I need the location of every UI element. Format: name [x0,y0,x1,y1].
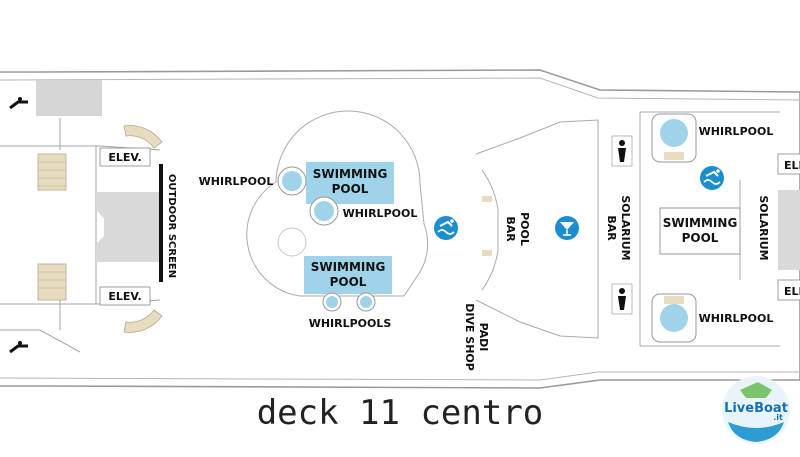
restroom-icon [611,283,633,315]
stairs-elevator-icon [9,341,28,354]
swimming-icon [434,216,458,240]
restroom-icon [611,135,633,167]
stairway-bottom [37,263,67,301]
swimming-pool-bottom-label-1: SWIMMING [311,260,386,274]
swimming-icon [700,166,724,190]
curved-stair-bottom [123,309,163,333]
padi-label: PADI [477,323,490,352]
whirlpool-solarium-top [651,113,697,163]
elevator-box-top [99,147,151,167]
whirlpool-center-label: WHIRLPOOL [343,207,418,220]
whirlpool-solarium-top-label: WHIRLPOOL [699,125,774,138]
elevator-right-top-label: ELE [784,159,800,172]
elevator-label-bottom: ELEV. [108,290,141,303]
stairs-elevator-icon [6,97,32,112]
outdoor-screen-bar [159,164,163,282]
pool-bar-label-1: POOL [518,212,531,246]
solarium-pool-water [664,212,736,250]
solarium-bar-label-2: BAR [605,215,618,241]
whirlpool-left [277,166,307,196]
dive-shop-label: DIVE SHOP [463,303,476,371]
elevator-box-right-bottom [777,279,800,301]
solarium-pool-label-1: SWIMMING [663,216,738,230]
deck-curve [277,227,307,257]
solarium-pool-label-2: POOL [682,231,719,245]
whirlpool-bottom-1 [322,292,342,312]
pool-bar-counter [481,169,499,291]
logo-suffix: .it [773,413,783,422]
whirlpool-bottom-2 [356,292,376,312]
swimming-pool-bottom [304,256,392,294]
elevator-shaft [96,192,160,262]
whirlpool-solarium-bottom-label: WHIRLPOOL [699,312,774,325]
swimming-pool-bottom-label-2: POOL [330,275,367,289]
outdoor-screen-label: OUTDOOR SCREEN [166,174,177,278]
solarium-structure [639,111,780,347]
solarium-right-label: SOLARIUM [757,195,770,260]
deck-title: deck 11 centro [256,393,544,433]
elevator-box-bottom [99,286,151,306]
aft-gray-block [36,80,102,116]
liveboat-logo: LiveBoat .it [722,376,790,444]
stairway-top [37,153,67,191]
curved-stair-top [123,125,163,149]
ship-inner-outline [0,77,800,381]
whirlpool-solarium-bottom [651,293,697,343]
pool-bar-structure [475,119,599,339]
bar-stool-top [482,196,492,202]
elevator-right-bottom-label: ELE [784,285,800,298]
swimming-pool-top-label-2: POOL [332,182,369,196]
logo-text: LiveBoat [724,401,788,416]
cocktail-bar-icon [555,216,579,240]
elevator-box-right-top [777,153,800,175]
elevator-label-top: ELEV. [108,151,141,164]
pool-bar-label-2: BAR [504,216,517,242]
elevator-shaft-right [778,190,800,270]
swimming-pool-top-label-1: SWIMMING [313,167,388,181]
whirlpools-label: WHIRLPOOLS [309,317,392,330]
bar-stool-bottom [482,250,492,256]
whirlpool-left-label: WHIRLPOOL [199,175,274,188]
whirlpool-center [309,196,339,226]
solarium-bar-label-1: SOLARIUM [619,195,632,260]
